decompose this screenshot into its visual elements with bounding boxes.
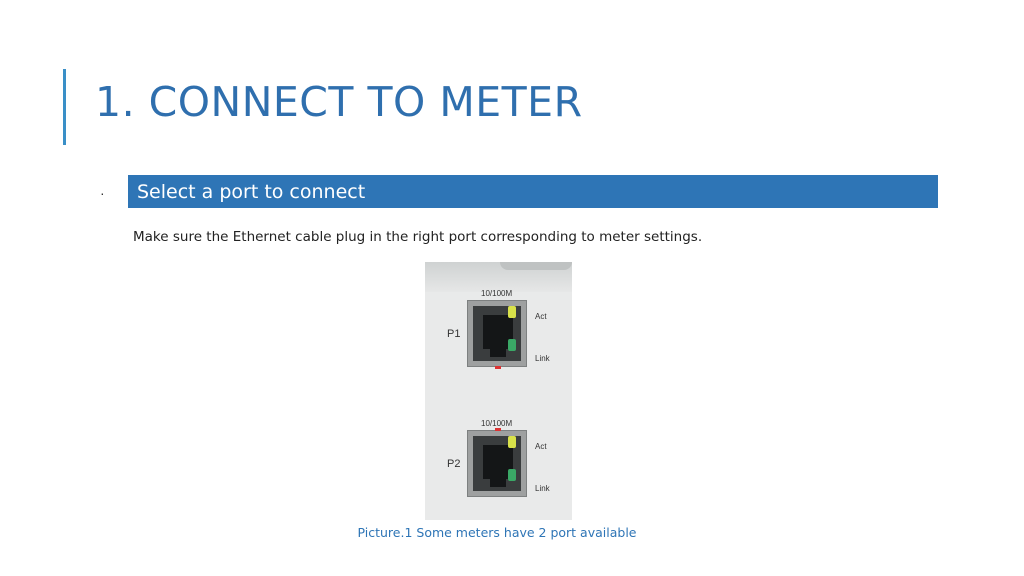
port2-name-label: P2 [447, 458, 461, 470]
slide-title: 1. CONNECT TO METER [95, 78, 583, 126]
banner-text: Select a port to connect [137, 181, 366, 203]
port2-act-label: Act [535, 442, 547, 451]
port2-link-label: Link [535, 484, 550, 493]
ethernet-ports-photo: 10/100M Act P1 Link 10/100M Act P2 Link [425, 262, 572, 520]
bullet-marker: · [100, 185, 105, 201]
section-banner: Select a port to connect [128, 175, 938, 208]
bullet-box [87, 174, 120, 208]
photo-shadow [500, 262, 572, 270]
port1-name-label: P1 [447, 328, 461, 340]
port1-act-led [508, 306, 516, 318]
port1-act-label: Act [535, 312, 547, 321]
port1-link-label: Link [535, 354, 550, 363]
title-accent-bar [63, 69, 66, 145]
port2-link-led [508, 469, 516, 481]
port1-jack [467, 300, 527, 369]
port2-jack [467, 428, 527, 497]
photo-caption: Picture.1 Some meters have 2 port availa… [357, 525, 637, 540]
photo-caption-row: Picture.1 Some meters have 2 port availa… [0, 525, 1024, 540]
port2-speed-label: 10/100M [481, 419, 513, 428]
port1-speed-label: 10/100M [481, 289, 513, 298]
port1-link-led [508, 339, 516, 351]
instruction-text: Make sure the Ethernet cable plug in the… [133, 229, 703, 245]
port2-act-led [508, 436, 516, 448]
